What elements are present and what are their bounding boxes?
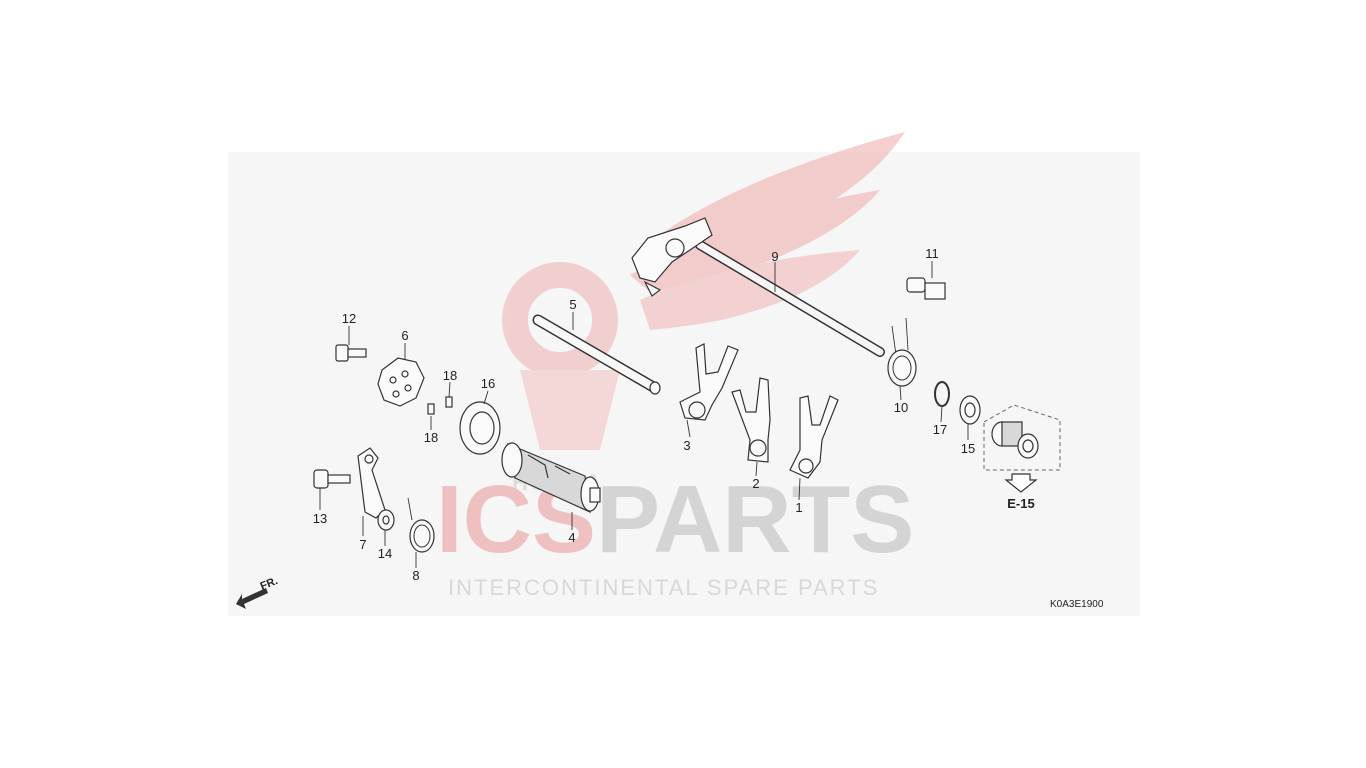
callout-14[interactable]: 14 xyxy=(378,546,392,561)
part-shift-drum xyxy=(501,442,601,513)
part-shift-fork-1 xyxy=(789,395,839,479)
part-fork-shaft xyxy=(532,314,661,395)
part-bolt-12 xyxy=(335,344,367,362)
callout-13[interactable]: 13 xyxy=(313,511,327,526)
reference-box xyxy=(983,404,1061,493)
callout-1[interactable]: 1 xyxy=(795,500,802,515)
leader-lines xyxy=(319,261,969,568)
arrow-left-icon xyxy=(236,588,268,609)
part-bearing xyxy=(459,401,501,455)
part-shift-drum-center xyxy=(377,357,425,407)
part-circlip xyxy=(934,381,950,407)
watermark-tagline: INTERCONTINENTAL SPARE PARTS xyxy=(448,575,879,600)
callout-6[interactable]: 6 xyxy=(401,328,408,343)
callout-9[interactable]: 9 xyxy=(771,249,778,264)
callout-18-upper[interactable]: 18 xyxy=(443,368,457,383)
front-direction-indicator: FR. xyxy=(236,575,280,609)
part-washer-15 xyxy=(959,395,981,425)
callout-16[interactable]: 16 xyxy=(481,376,495,391)
callout-17[interactable]: 17 xyxy=(933,422,947,437)
callout-18-lower[interactable]: 18 xyxy=(424,430,438,445)
watermark-brand-parts: PARTS xyxy=(596,466,914,573)
front-label: FR. xyxy=(259,575,280,593)
callout-12[interactable]: 12 xyxy=(342,311,356,326)
part-pin-bolt-11 xyxy=(906,277,946,300)
arrow-down-icon xyxy=(1004,473,1038,493)
callout-5[interactable]: 5 xyxy=(569,297,576,312)
callout-11[interactable]: 11 xyxy=(925,246,939,261)
part-bolt-13 xyxy=(313,469,351,489)
callout-8[interactable]: 8 xyxy=(412,568,419,583)
part-stopper-arm xyxy=(357,447,386,519)
part-shift-shaft xyxy=(631,217,885,357)
watermark-brand: ICSPARTS xyxy=(436,466,914,573)
part-dowel-pin-a xyxy=(445,396,453,408)
callout-10[interactable]: 10 xyxy=(894,400,908,415)
callout-7[interactable]: 7 xyxy=(359,537,366,552)
part-spring-8 xyxy=(407,497,435,553)
part-dowel-pin-b xyxy=(427,403,435,415)
part-shift-fork-3 xyxy=(679,343,739,421)
callout-15[interactable]: 15 xyxy=(961,441,975,456)
callout-4[interactable]: 4 xyxy=(568,530,575,545)
reference-label[interactable]: E-15 xyxy=(1007,496,1034,511)
callout-3[interactable]: 3 xyxy=(683,438,690,453)
part-return-spring xyxy=(887,317,917,387)
callout-2[interactable]: 2 xyxy=(752,476,759,491)
part-washer-14 xyxy=(377,509,395,531)
part-shift-fork-2 xyxy=(731,377,771,463)
diagram-code: K0A3E1900 xyxy=(1050,599,1104,610)
